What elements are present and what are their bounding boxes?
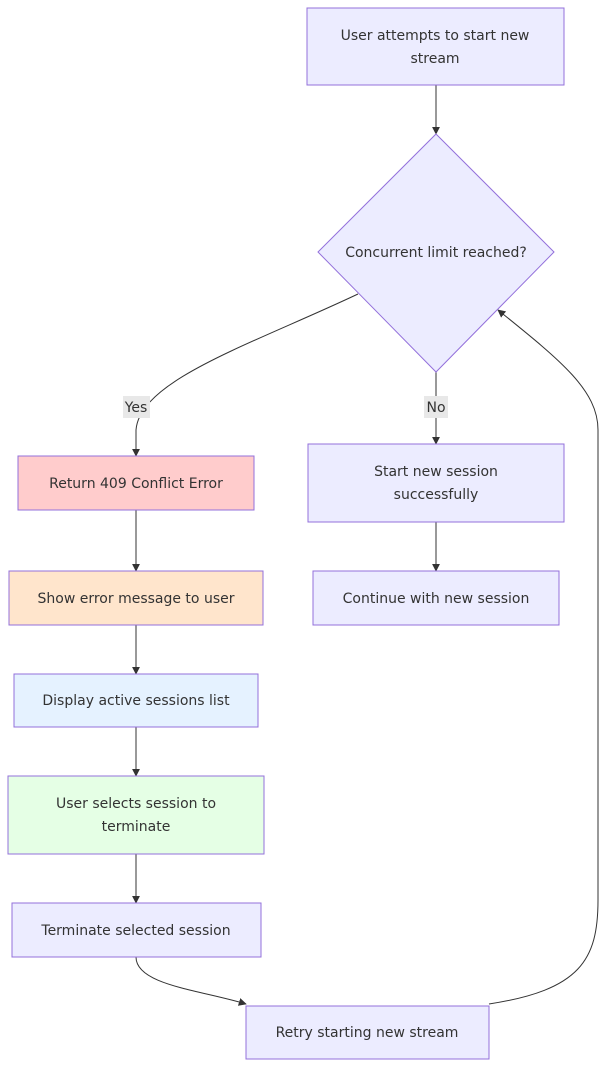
node-start-line-2: stream (410, 51, 459, 67)
edge-terminate-to-retry (135, 956, 247, 1006)
node-retry-text: Retry starting new stream (276, 1025, 459, 1041)
node-decision-text: Concurrent limit reached? (345, 245, 527, 261)
node-select-session-line-2: terminate (102, 819, 171, 835)
node-start-success-line-1: Start new session (374, 464, 498, 480)
node-decision: Concurrent limit reached? (317, 133, 555, 373)
node-retry: Retry starting new stream (245, 1005, 490, 1060)
edge-label-no: No (424, 396, 448, 418)
node-start-success: Start new session successfully (307, 443, 565, 523)
node-continue: Continue with new session (312, 570, 560, 626)
node-start-success-line-2: successfully (394, 487, 479, 503)
edge-label-yes: Yes (123, 396, 150, 418)
node-terminate-text: Terminate selected session (40, 923, 230, 939)
node-conflict: Return 409 Conflict Error (17, 455, 255, 511)
node-conflict-text: Return 409 Conflict Error (49, 476, 223, 492)
node-select-session-line-1: User selects session to (56, 796, 216, 812)
node-continue-text: Continue with new session (343, 591, 530, 607)
node-terminate: Terminate selected session (11, 902, 262, 958)
node-show-error-text: Show error message to user (38, 591, 235, 607)
node-start: User attempts to start new stream (306, 7, 565, 86)
node-select-session: User selects session to terminate (7, 775, 265, 855)
node-display-sessions: Display active sessions list (13, 673, 259, 728)
edge-retry-to-decision (488, 309, 599, 1005)
edge-label-yes-text: Yes (124, 400, 148, 416)
node-show-error: Show error message to user (8, 570, 264, 626)
edge-label-no-text: No (426, 400, 445, 416)
edge-decision-to-conflict (132, 293, 359, 457)
node-display-sessions-text: Display active sessions list (42, 693, 230, 709)
node-start-line-1: User attempts to start new (341, 28, 530, 44)
